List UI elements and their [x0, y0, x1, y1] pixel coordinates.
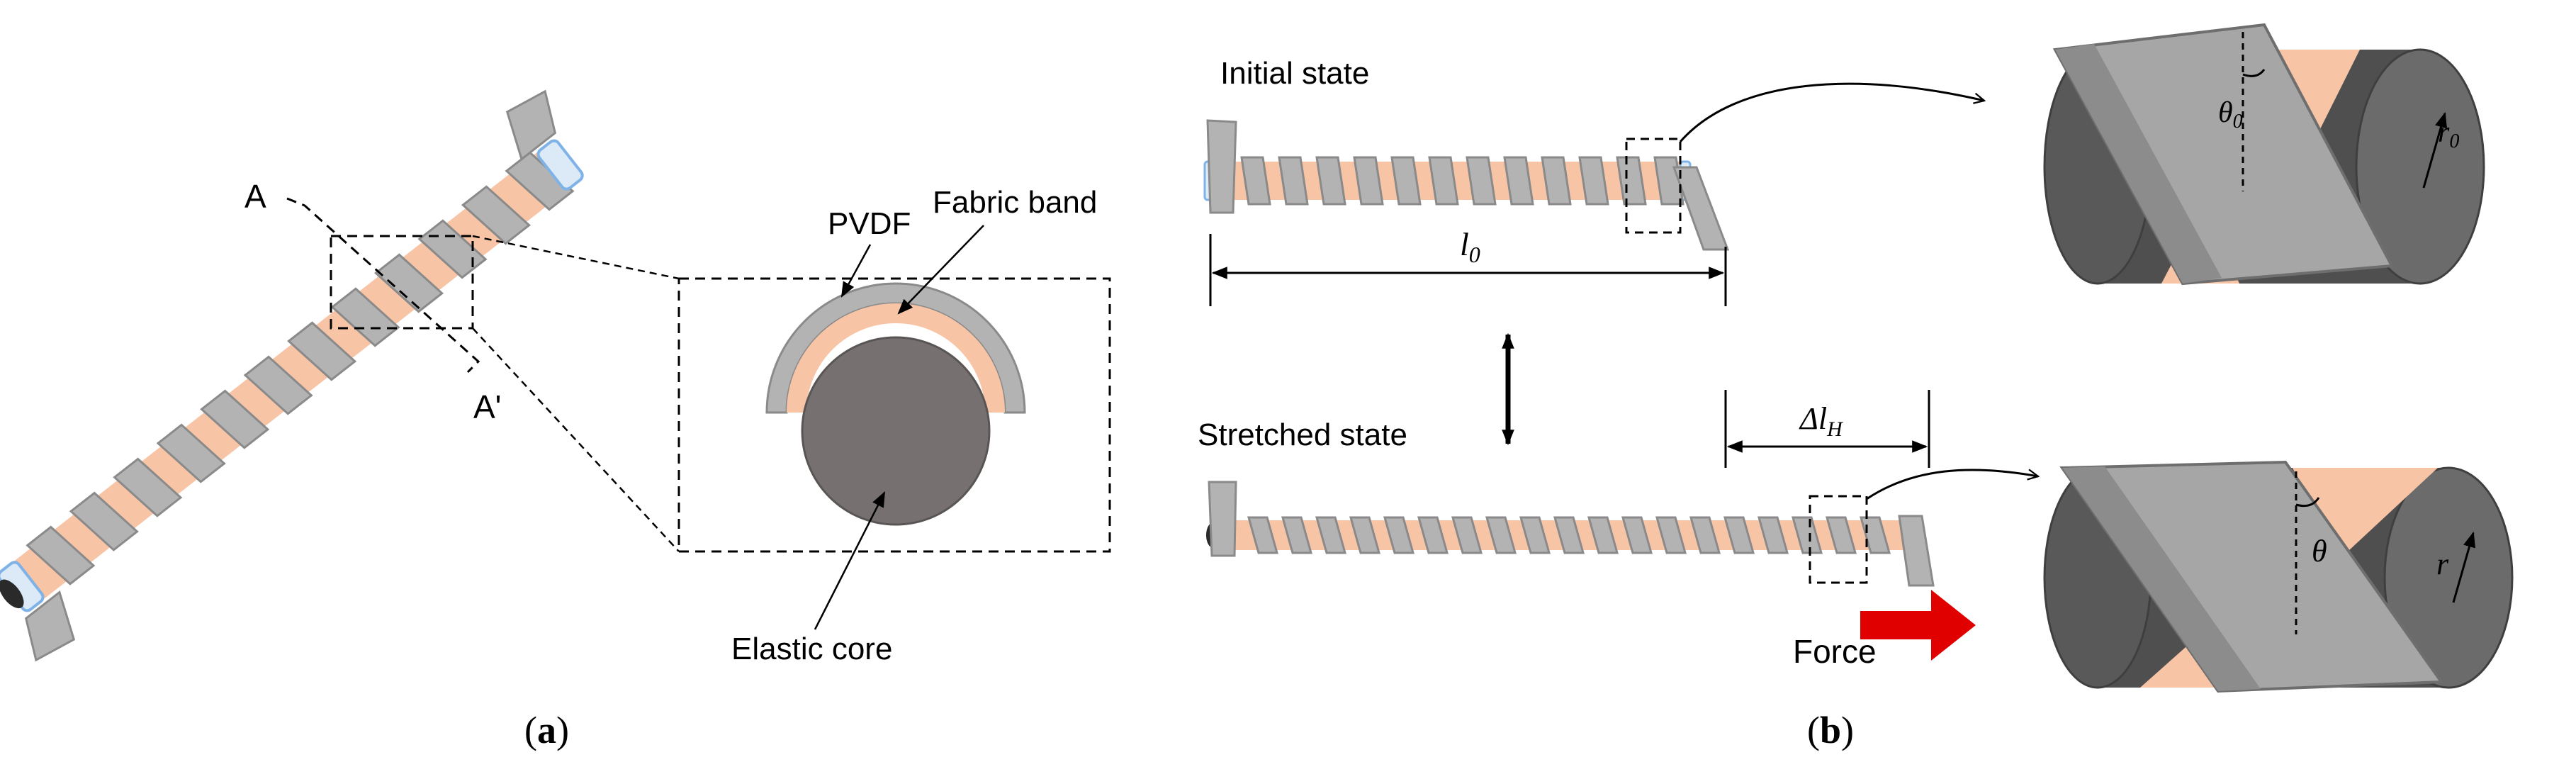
fabric-band-layer: [787, 303, 1005, 413]
pvdf-band: [1519, 516, 1551, 554]
pvdf-band: [330, 287, 400, 347]
cylinder-stretched: θ r: [2043, 460, 2514, 693]
section-label-a: A: [244, 178, 266, 215]
section-line: [286, 197, 480, 374]
label-delta-lh: ΔlH: [1799, 401, 1844, 441]
stretched-zoom-arrow: [1866, 469, 2038, 500]
label-l0: l0: [1460, 226, 1480, 267]
pvdf-band: [1390, 156, 1422, 206]
pvdf-band: [1578, 156, 1609, 206]
pvdf-band: [1247, 516, 1278, 554]
pvdf-band: [1353, 156, 1384, 206]
stretched-fiber: [1206, 481, 1935, 587]
pvdf-band: [1792, 516, 1823, 554]
core-end-icon: [0, 579, 24, 609]
label-fabric-band: Fabric band: [933, 185, 1097, 220]
band-tail-bottom: [24, 590, 76, 662]
initial-tail-right: [1672, 166, 1730, 251]
core-pointer: [814, 491, 886, 630]
pvdf-band: [200, 389, 270, 449]
cyl-radius-arrow: [2452, 531, 2476, 603]
stretched-tail-right: [1898, 515, 1935, 587]
label-r0: r0: [2438, 116, 2459, 152]
cyl-band-edge: [2062, 466, 2261, 691]
initial-zoom-box: [1625, 138, 1682, 234]
pvdf-band: [1553, 516, 1585, 554]
pvdf-band: [287, 321, 357, 381]
label-pvdf: PVDF: [828, 206, 911, 241]
pvdf-band: [1383, 516, 1414, 554]
initial-pvdf-bands: [1240, 156, 1684, 206]
pvdf-band: [1826, 516, 1857, 554]
helical-fiber-diagonal: [0, 89, 584, 662]
pvdf-band: [113, 457, 183, 517]
cross-section: [765, 282, 1026, 526]
pvdf-band: [1655, 516, 1687, 554]
pvdf-band: [1587, 516, 1619, 554]
elastic-core-circle: [801, 336, 991, 526]
pvdf-band: [1428, 156, 1459, 206]
pvdf-band: [1278, 156, 1309, 206]
initial-zoom-arrow: [1679, 82, 1984, 142]
cyl0-radius-arrow: [2422, 111, 2448, 189]
pvdf-band: [1349, 516, 1380, 554]
section-label-a-prime: A': [473, 388, 501, 425]
band-tail-top: [505, 89, 557, 162]
pvdf-band: [1616, 156, 1647, 206]
pvdf-band: [1723, 516, 1755, 554]
force-arrow-icon: [1860, 590, 1976, 661]
panel-a: A A' PVDF Fabric band Elastic core (a): [0, 89, 1111, 751]
pvdf-band: [1417, 516, 1449, 554]
label-r: r: [2436, 547, 2449, 581]
pvdf-band: [156, 423, 226, 483]
cyl0-angle-arc: [2242, 69, 2266, 77]
zoom-detail-box: [677, 277, 1111, 553]
label-initial-state: Initial state: [1220, 56, 1369, 91]
stretched-zoom-box: [1809, 495, 1868, 584]
label-theta0: θ0: [2218, 96, 2243, 133]
pvdf-band: [1451, 516, 1483, 554]
label-stretched-state: Stretched state: [1198, 418, 1407, 452]
pvdf-band: [1281, 516, 1312, 554]
pvdf-band: [1485, 516, 1517, 554]
pvdf-band: [1757, 516, 1789, 554]
end-cap-top: [536, 139, 584, 191]
cylinder-initial: θ0 r0: [2043, 23, 2485, 286]
pvdf-band: [461, 185, 531, 245]
pvdf-band: [1466, 156, 1497, 206]
pvdf-band: [1240, 156, 1271, 206]
pvdf-pointer: [840, 244, 872, 298]
label-elastic-core: Elastic core: [731, 632, 892, 666]
label-theta: θ: [2312, 534, 2327, 568]
caption-b: (b): [1807, 709, 1854, 751]
pvdf-band: [1621, 516, 1653, 554]
initial-fiber: [1203, 119, 1730, 251]
initial-tail-left: [1206, 119, 1237, 214]
zoom-source-box: [330, 235, 474, 330]
zoom-connector-top: [472, 235, 680, 280]
cyl-right-face: [2383, 466, 2514, 689]
pvdf-band-group: [26, 151, 575, 585]
pvdf-band: [374, 253, 444, 313]
pvdf-band: [1541, 156, 1572, 206]
pvdf-band: [69, 491, 139, 551]
pvdf-band: [1315, 156, 1346, 206]
zoom-connector-bottom: [472, 327, 680, 552]
panel-b: Initial state Stretched state l0: [1198, 23, 2514, 751]
pvdf-band: [1503, 156, 1534, 206]
cyl-angle-arc: [2295, 497, 2320, 508]
pvdf-band: [1689, 516, 1721, 554]
caption-a: (a): [524, 709, 569, 751]
fabric-pointer: [897, 225, 984, 315]
pvdf-band: [26, 525, 96, 585]
stretched-tail-left: [1208, 481, 1237, 557]
pvdf-band: [417, 219, 488, 279]
cyl0-band-edge: [2055, 44, 2222, 284]
pvdf-band: [243, 355, 313, 415]
pvdf-band: [1315, 516, 1346, 554]
cyl0-right-face: [2355, 48, 2485, 285]
label-force: Force: [1793, 633, 1877, 670]
